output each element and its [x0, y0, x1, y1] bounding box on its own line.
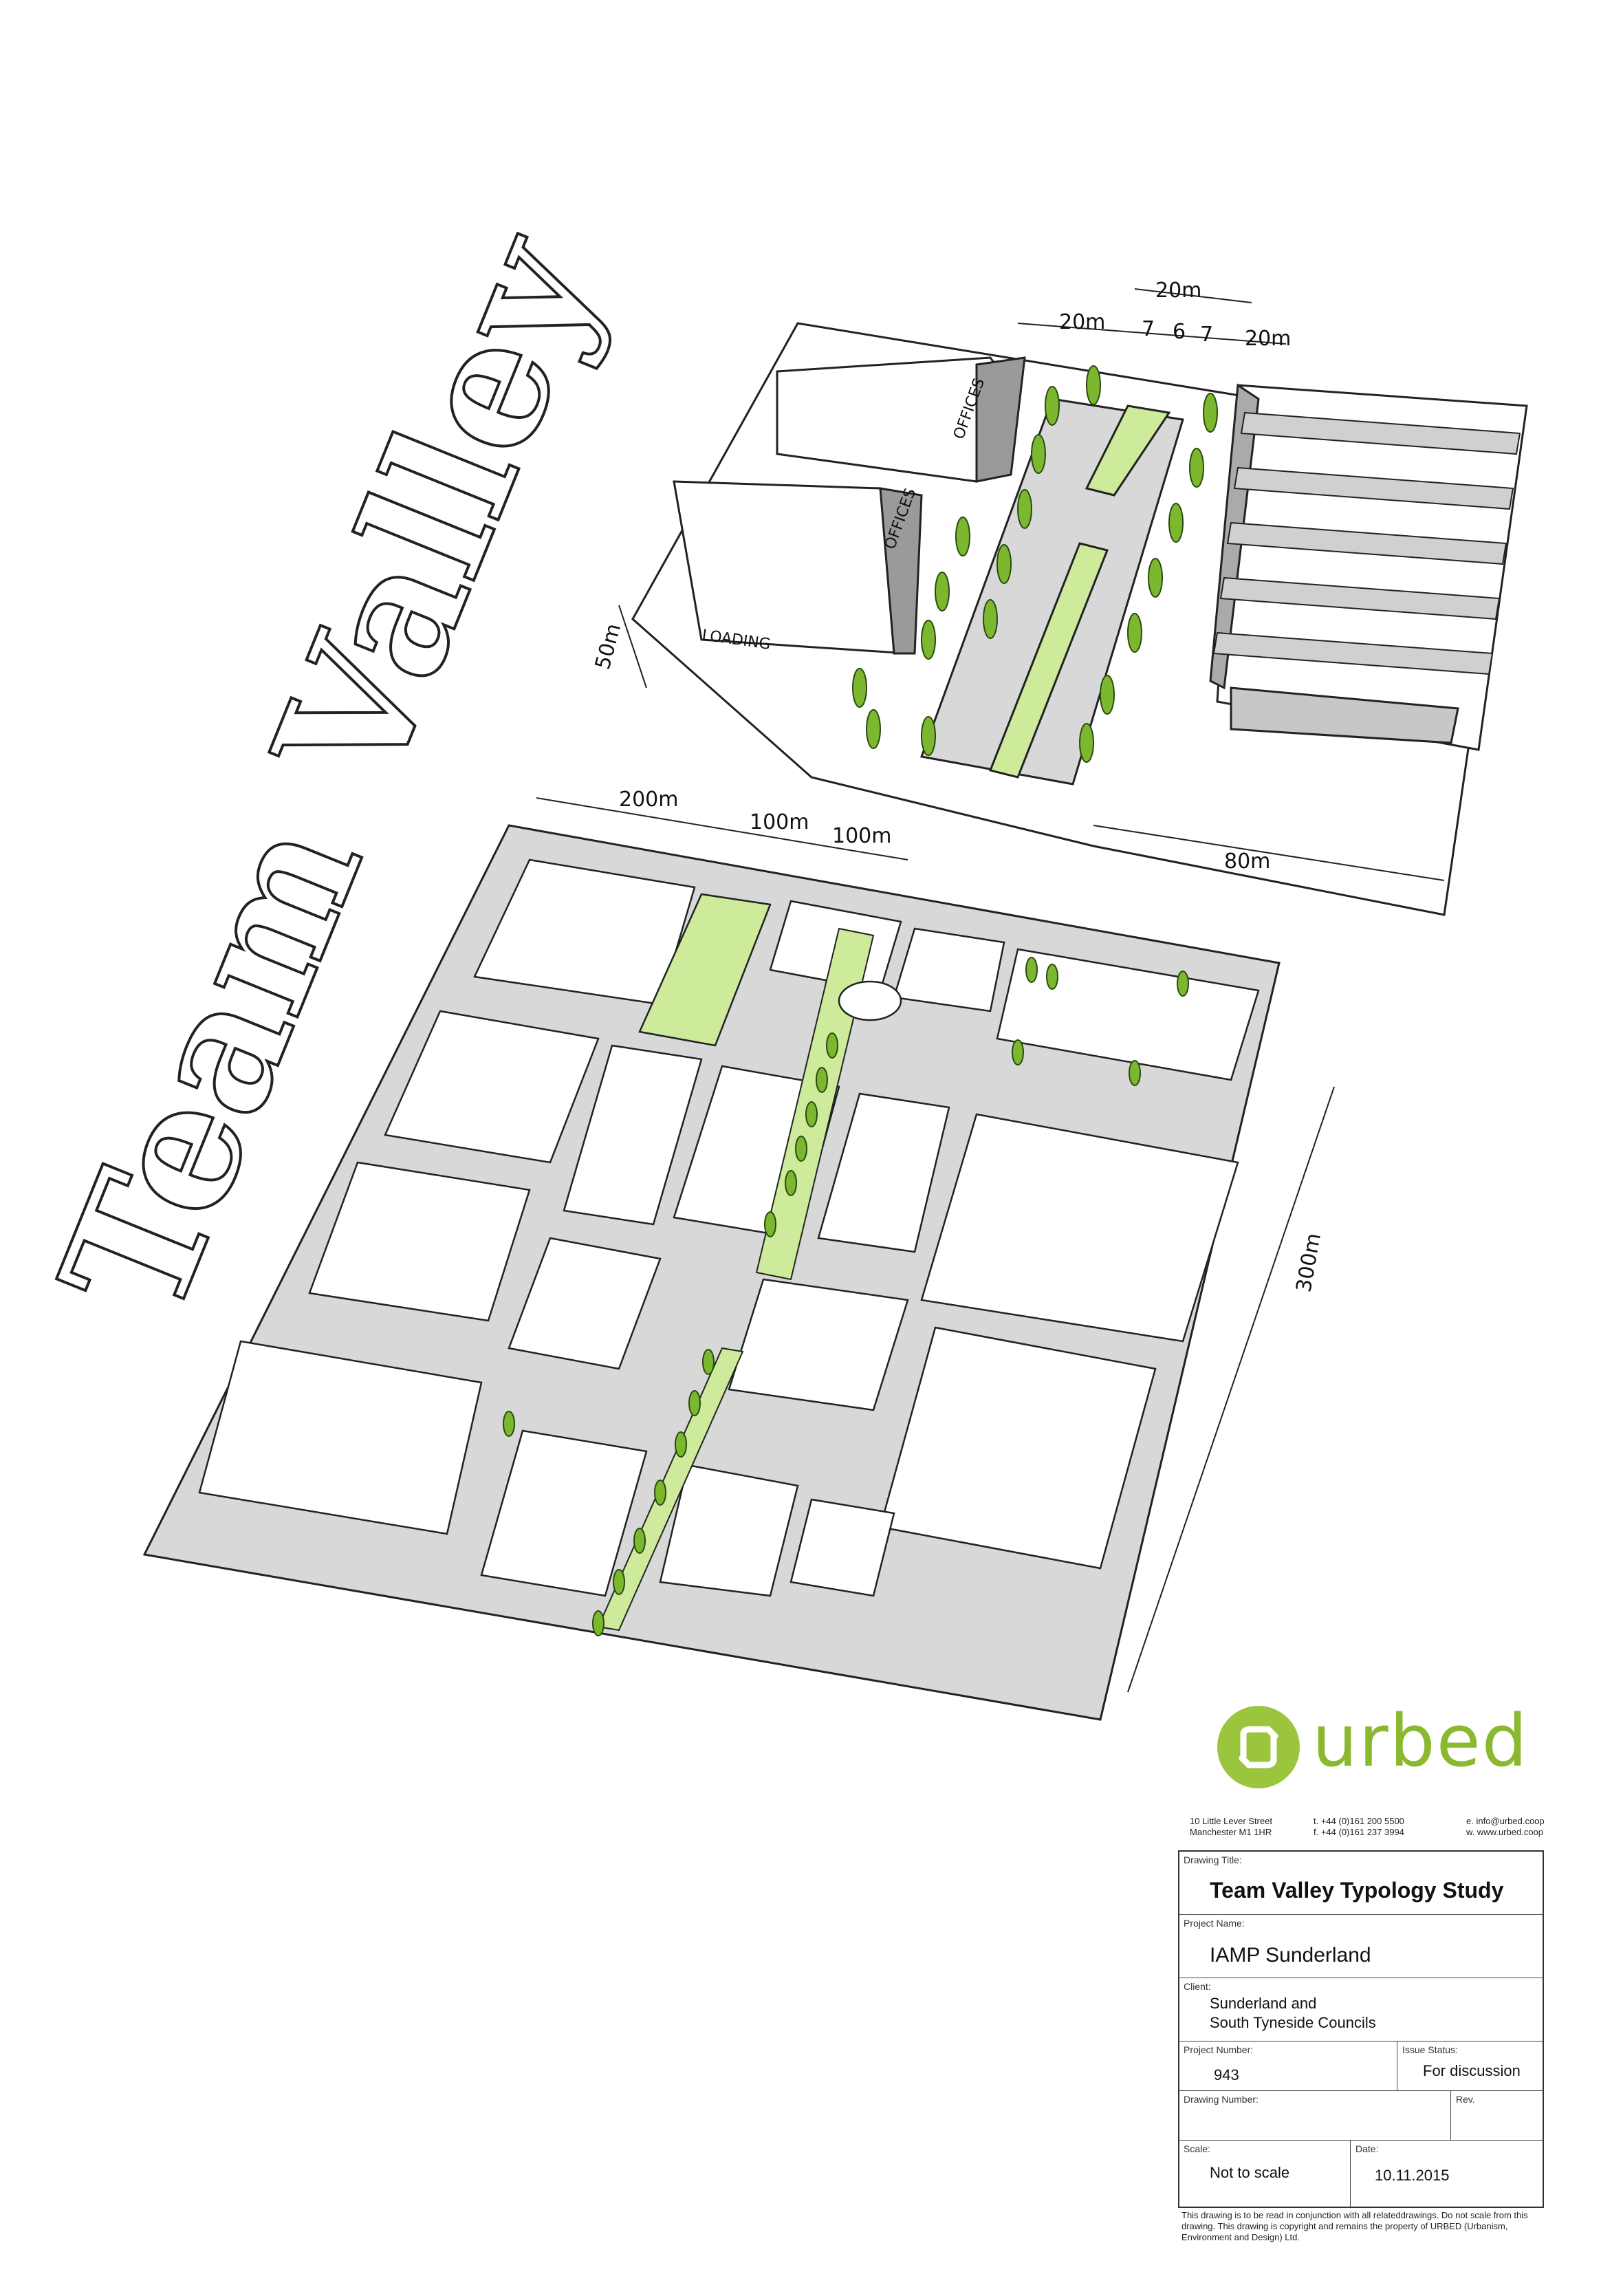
dim-label: 300m — [1292, 1231, 1325, 1294]
trees-lower — [503, 957, 1189, 1636]
client-cell: Client: Sunderland and South Tyneside Co… — [1179, 1978, 1543, 2042]
dim-label: 20m — [1245, 327, 1291, 351]
urbed-logo-text: urbed — [1312, 1699, 1529, 1783]
client-line: South Tyneside Councils — [1210, 2014, 1376, 2031]
scale: Not to scale — [1210, 2164, 1290, 2181]
date: 10.11.2015 — [1375, 2167, 1450, 2184]
email-line: e. info@urbed.coop — [1466, 1816, 1545, 1826]
client-caption: Client: — [1184, 1981, 1211, 1992]
web-contact: e. info@urbed.coop w. www.urbed.coop — [1466, 1816, 1545, 1838]
contact-details: 10 Little Lever Street Manchester M1 1HR… — [1190, 1816, 1547, 1843]
urbed-logo-icon — [1217, 1706, 1300, 1788]
drawing-number-row: Drawing Number: Rev. — [1179, 2091, 1543, 2141]
dim-label: 100m — [832, 824, 891, 848]
dim-label: 7 — [1142, 317, 1155, 341]
dim-label: 200m — [619, 788, 678, 812]
dim-label: 20m — [1155, 279, 1201, 303]
scale-date-row: Scale: Not to scale Date: 10.11.2015 — [1179, 2141, 1543, 2207]
drawing-title: Team Valley Typology Study — [1210, 1878, 1504, 1903]
upper-dimension-lines — [618, 288, 1445, 881]
project-name: IAMP Sunderland — [1210, 1944, 1371, 1967]
date-caption: Date: — [1355, 2143, 1379, 2154]
title-block: Drawing Title: Team Valley Typology Stud… — [1178, 1850, 1544, 2208]
drawing-title-caption: Drawing Title: — [1184, 1854, 1242, 1865]
scale-caption: Scale: — [1184, 2143, 1210, 2154]
trees-upper — [852, 365, 1218, 763]
fax-line: f. +44 (0)161 237 3994 — [1314, 1827, 1404, 1837]
project-number-row: Project Number: 943 Issue Status: For di… — [1179, 2042, 1543, 2091]
project-name-caption: Project Name: — [1184, 1918, 1245, 1929]
dim-label: 20m — [1059, 310, 1105, 334]
rev-caption: Rev. — [1456, 2094, 1475, 2105]
urbed-logo: urbed — [1217, 1699, 1575, 1788]
project-number: 943 — [1214, 2066, 1239, 2083]
client-line: Sunderland and — [1210, 1995, 1317, 2012]
area-plan-drawing — [142, 824, 1281, 1721]
issue-status: For discussion — [1423, 2062, 1521, 2079]
dim-label: 100m — [750, 810, 809, 834]
copyright-disclaimer: This drawing is to be read in conjunctio… — [1181, 2210, 1528, 2242]
project-number-caption: Project Number: — [1184, 2044, 1254, 2055]
project-name-cell: Project Name: IAMP Sunderland — [1179, 1915, 1543, 1978]
phone-numbers: t. +44 (0)161 200 5500 f. +44 (0)161 237… — [1314, 1816, 1404, 1838]
drawing-number-caption: Drawing Number: — [1184, 2094, 1259, 2105]
address-line: Manchester M1 1HR — [1190, 1827, 1272, 1837]
dim-label: 50m — [591, 621, 626, 672]
lower-dimension-lines — [536, 797, 1335, 1693]
shed-roof — [1212, 411, 1521, 675]
lower-dimension-labels: 200m 100m 100m 300m — [619, 788, 1326, 1294]
website-line: w. www.urbed.coop — [1466, 1827, 1544, 1837]
dim-label: 6 — [1173, 320, 1186, 344]
phone-line: t. +44 (0)161 200 5500 — [1314, 1816, 1404, 1826]
issue-status-caption: Issue Status: — [1402, 2044, 1458, 2055]
dim-label: 7 — [1200, 323, 1213, 347]
dim-label: 80m — [1224, 849, 1270, 874]
drawing-title-cell: Drawing Title: Team Valley Typology Stud… — [1179, 1852, 1543, 1915]
address-line: 10 Little Lever Street — [1190, 1816, 1272, 1826]
address: 10 Little Lever Street Manchester M1 1HR — [1190, 1816, 1272, 1838]
